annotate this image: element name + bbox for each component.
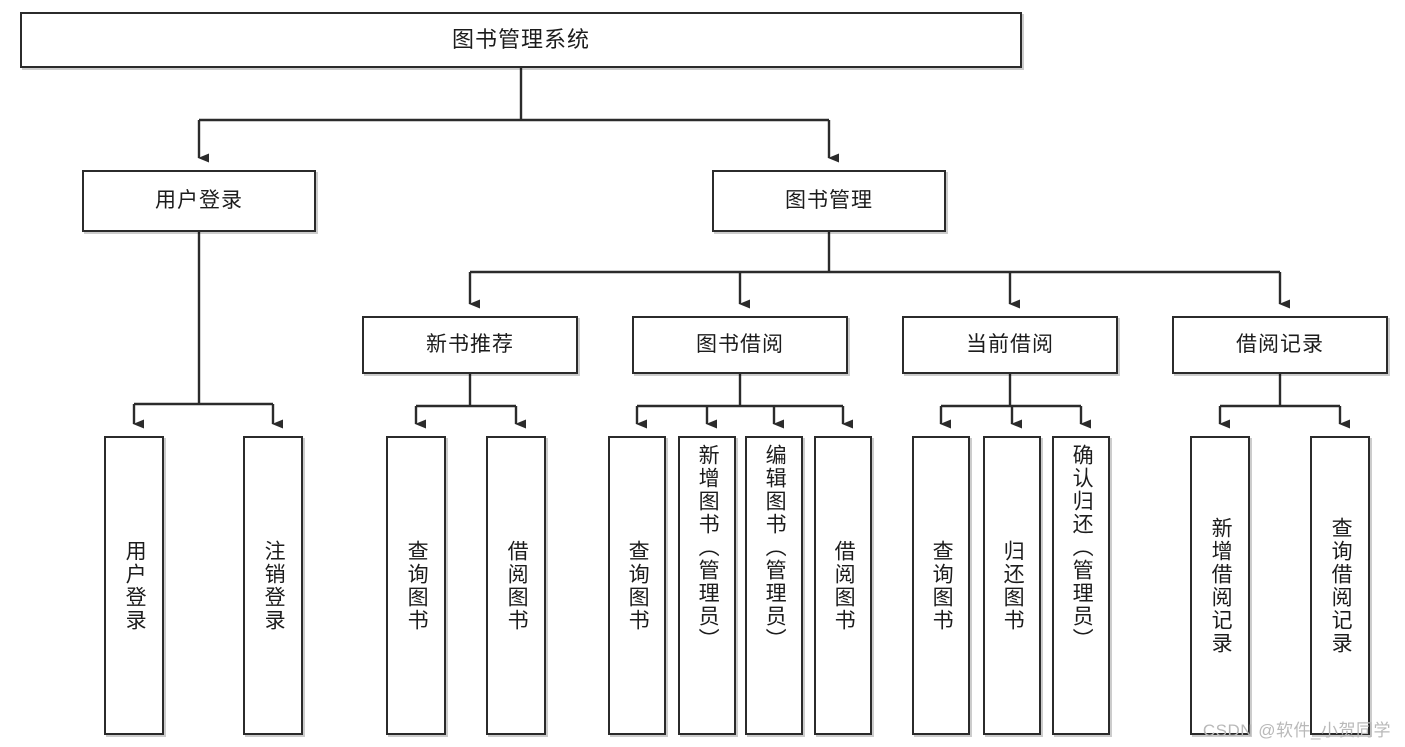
- leaf-query-borrow-record-label: 查询借阅记录: [1329, 516, 1353, 655]
- leaf-query-book-current[interactable]: 查询图书: [912, 436, 970, 735]
- node-current-borrow-label: 当前借阅: [966, 333, 1054, 357]
- node-borrow-record-label: 借阅记录: [1236, 333, 1324, 357]
- node-book-management-label: 图书管理: [785, 189, 873, 213]
- node-book-borrow-label: 图书借阅: [696, 333, 784, 357]
- leaf-confirm-return-admin-label: 确认归还（管理员）: [1070, 444, 1094, 651]
- leaf-borrow-book-recommend[interactable]: 借阅图书: [486, 436, 546, 735]
- leaf-query-book-recommend[interactable]: 查询图书: [386, 436, 446, 735]
- node-new-book-recommend-label: 新书推荐: [426, 333, 514, 357]
- node-new-book-recommend[interactable]: 新书推荐: [362, 316, 578, 374]
- node-current-borrow[interactable]: 当前借阅: [902, 316, 1118, 374]
- leaf-query-book-current-label: 查询图书: [930, 539, 954, 632]
- watermark-text: CSDN @软件_小贺同学: [1202, 721, 1391, 740]
- connector-borrow-to-leaves: [635, 374, 853, 429]
- leaf-logout[interactable]: 注销登录: [243, 436, 303, 735]
- connector-current-borrow-to-leaves: [939, 374, 1091, 429]
- node-user-login[interactable]: 用户登录: [82, 170, 316, 232]
- leaf-borrow-book-label: 借阅图书: [832, 539, 856, 632]
- leaf-add-borrow-record[interactable]: 新增借阅记录: [1190, 436, 1250, 735]
- leaf-query-borrow-record[interactable]: 查询借阅记录: [1310, 436, 1370, 735]
- leaf-query-book-borrow[interactable]: 查询图书: [608, 436, 666, 735]
- node-root-system[interactable]: 图书管理系统: [20, 12, 1022, 68]
- leaf-add-book-admin[interactable]: 新增图书（管理员）: [678, 436, 736, 735]
- node-book-management[interactable]: 图书管理: [712, 170, 946, 232]
- leaf-query-book-borrow-label: 查询图书: [626, 539, 650, 632]
- leaf-add-borrow-record-label: 新增借阅记录: [1209, 516, 1233, 655]
- node-user-login-label: 用户登录: [155, 189, 243, 213]
- leaf-query-book-recommend-label: 查询图书: [405, 539, 429, 632]
- leaf-edit-book-admin-label: 编辑图书（管理员）: [763, 444, 787, 651]
- leaf-return-book-label: 归还图书: [1001, 539, 1025, 632]
- connector-user-login-to-leaves: [132, 232, 283, 429]
- connector-borrow-record-to-leaves: [1218, 374, 1350, 429]
- leaf-user-login[interactable]: 用户登录: [104, 436, 164, 735]
- connector-new-book-to-leaves: [414, 374, 526, 429]
- connector-book-mgmt-to-level3: [468, 232, 1290, 309]
- leaf-return-book[interactable]: 归还图书: [983, 436, 1041, 735]
- leaf-logout-label: 注销登录: [262, 539, 286, 632]
- leaf-borrow-book[interactable]: 借阅图书: [814, 436, 872, 735]
- leaf-user-login-label: 用户登录: [123, 539, 147, 632]
- node-root-label: 图书管理系统: [451, 26, 590, 52]
- leaf-edit-book-admin[interactable]: 编辑图书（管理员）: [745, 436, 803, 735]
- leaf-add-book-admin-label: 新增图书（管理员）: [696, 444, 720, 651]
- leaf-borrow-book-recommend-label: 借阅图书: [505, 539, 529, 632]
- connector-root-to-level2: [197, 68, 839, 163]
- node-book-borrow[interactable]: 图书借阅: [632, 316, 848, 374]
- leaf-confirm-return-admin[interactable]: 确认归还（管理员）: [1052, 436, 1110, 735]
- node-borrow-record[interactable]: 借阅记录: [1172, 316, 1388, 374]
